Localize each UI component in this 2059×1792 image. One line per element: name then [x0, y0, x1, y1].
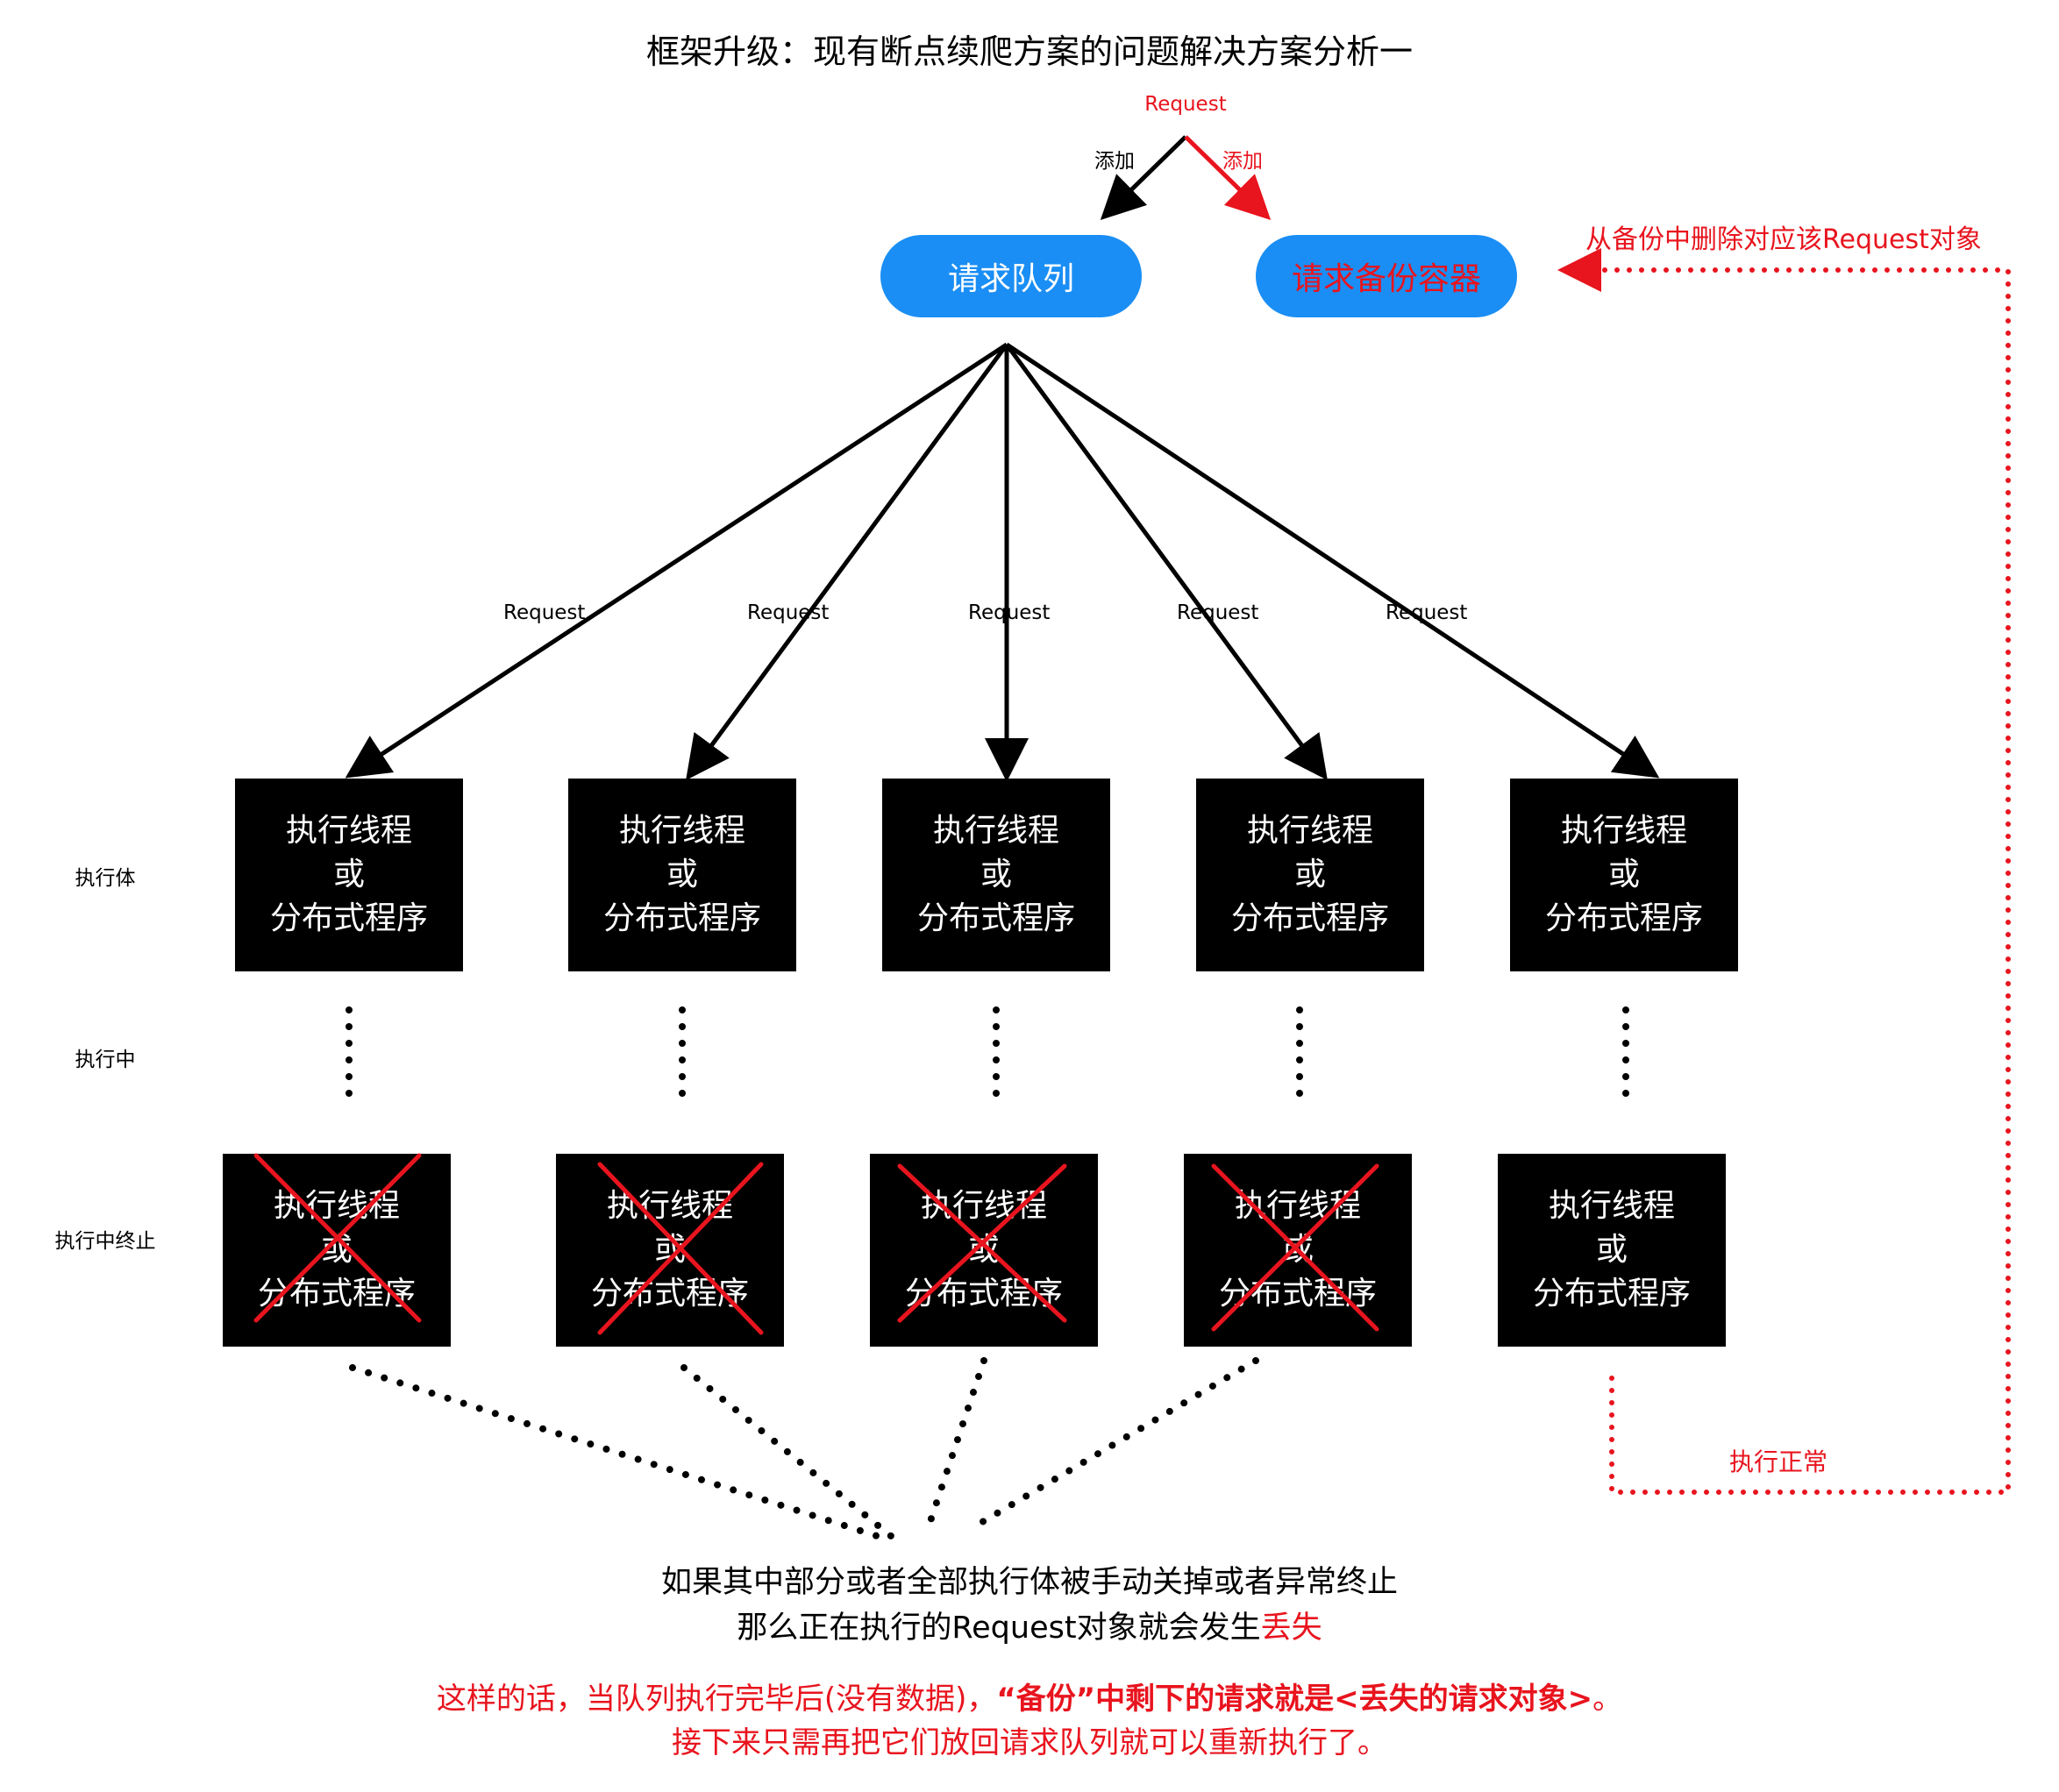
arrow-add-to-queue: [1100, 135, 1187, 220]
add-label-backup: 添加: [1222, 150, 1263, 173]
box-line: 执行线程: [285, 813, 412, 849]
edge-request-label: Request: [747, 601, 830, 624]
conclusion-prefix: 这样的话，当队列执行完毕后(没有数据)，: [436, 1682, 997, 1717]
executor-box: 执行线程 或 分布式程序: [882, 779, 1110, 971]
feedback-path: [1578, 267, 2011, 1495]
terminated-executor-box: 执行线程 或 分布式程序: [870, 1154, 1098, 1347]
arrow-queue-to-box-1: [345, 342, 1008, 779]
row-label-running: 执行中: [75, 1049, 136, 1071]
box-line: 执行线程: [1560, 813, 1687, 849]
loss-message-line-2: 那么正在执行的Request对象就会发生丢失: [0, 1603, 2059, 1647]
executor-box: 执行线程 或 分布式程序: [568, 779, 796, 971]
box-line: 或: [666, 857, 698, 892]
arrow-queue-to-box-5: [1005, 342, 1660, 779]
delete-from-backup-note: 从备份中删除对应该Request对象: [1585, 224, 1982, 255]
box-line: 分布式程序: [1218, 1276, 1377, 1312]
arrow-queue-to-box-2: [686, 343, 1009, 781]
terminated-executor-box: 执行线程 或 分布式程序: [556, 1154, 784, 1347]
executor-box: 执行线程 或 分布式程序: [235, 779, 463, 971]
executor-box: 执行线程 或 分布式程序: [1510, 779, 1738, 971]
loss-message-line-1: 如果其中部分或者全部执行体被手动关掉或者异常终止: [660, 1565, 1398, 1600]
add-label-queue: 添加: [1094, 150, 1135, 173]
box-line: 执行线程: [606, 1188, 733, 1224]
box-line: 分布式程序: [1544, 900, 1703, 936]
box-line: 执行线程: [273, 1188, 400, 1224]
row-label-executor: 执行体: [75, 867, 136, 890]
box-line: 分布式程序: [916, 900, 1075, 936]
edge-request-label: Request: [1177, 601, 1259, 624]
arrow-add-to-backup: [1184, 135, 1272, 220]
box-line: 执行线程: [1246, 813, 1373, 849]
row-label-terminated: 执行中终止: [54, 1230, 156, 1253]
box-line: 或: [1281, 1232, 1314, 1268]
normal-exec-label: 执行正常: [1729, 1447, 1828, 1476]
terminated-executor-box: 执行线程 或 分布式程序: [223, 1154, 451, 1347]
box-line: 分布式程序: [1230, 900, 1389, 936]
conclusion-emphasis: “备份”中剩下的请求就是<丢失的请求对象>: [996, 1682, 1593, 1717]
converge-dots: [349, 1357, 1259, 1540]
conclusion-line-1: 这样的话，当队列执行完毕后(没有数据)，“备份”中剩下的请求就是<丢失的请求对象…: [0, 1675, 2059, 1717]
request-queue-label: 请求队列: [947, 261, 1074, 297]
conclusion-line-2: 接下来只需再把它们放回请求队列就可以重新执行了。: [672, 1725, 1387, 1760]
box-line: 分布式程序: [1532, 1276, 1691, 1312]
box-line: 执行线程: [932, 813, 1059, 849]
page-title: 框架升级：现有断点续爬方案的问题解决方案分析一: [645, 32, 1413, 71]
box-line: 分布式程序: [590, 1276, 749, 1312]
box-line: 分布式程序: [269, 900, 428, 936]
box-line: 分布式程序: [257, 1276, 416, 1312]
edge-request-label: Request: [503, 601, 586, 624]
box-line: 执行线程: [1548, 1188, 1675, 1224]
box-line: 执行线程: [920, 1188, 1047, 1224]
box-line: 执行线程: [1234, 1188, 1361, 1224]
top-request-label: Request: [1144, 93, 1227, 116]
normal-executor-box: 执行线程 或 分布式程序: [1498, 1154, 1726, 1347]
edge-request-label: Request: [1386, 601, 1468, 624]
running-dots: [346, 1006, 1629, 1110]
box-line: 或: [653, 1232, 686, 1268]
loss-message-prefix: 那么正在执行的Request对象就会发生: [737, 1611, 1261, 1646]
conclusion-suffix: 。: [1592, 1682, 1623, 1717]
box-line: 分布式程序: [602, 900, 761, 936]
box-line: 或: [1293, 857, 1326, 892]
request-queue-node: 请求队列: [880, 235, 1142, 317]
box-line: 或: [1607, 857, 1640, 892]
box-line: 或: [980, 857, 1012, 892]
request-backup-node: 请求备份容器: [1256, 235, 1517, 317]
box-line: 或: [967, 1232, 1000, 1268]
arrow-queue-to-box-4: [1004, 343, 1328, 781]
request-backup-label: 请求备份容器: [1291, 261, 1481, 297]
executor-box: 执行线程 或 分布式程序: [1196, 779, 1424, 971]
edge-request-label: Request: [968, 601, 1051, 624]
box-line: 或: [332, 857, 365, 892]
terminated-executor-box: 执行线程 或 分布式程序: [1184, 1154, 1412, 1347]
loss-message-highlight: 丢失: [1260, 1611, 1322, 1646]
box-line: 或: [1595, 1232, 1628, 1268]
box-line: 或: [320, 1232, 353, 1268]
box-line: 分布式程序: [904, 1276, 1063, 1312]
box-line: 执行线程: [618, 813, 745, 849]
